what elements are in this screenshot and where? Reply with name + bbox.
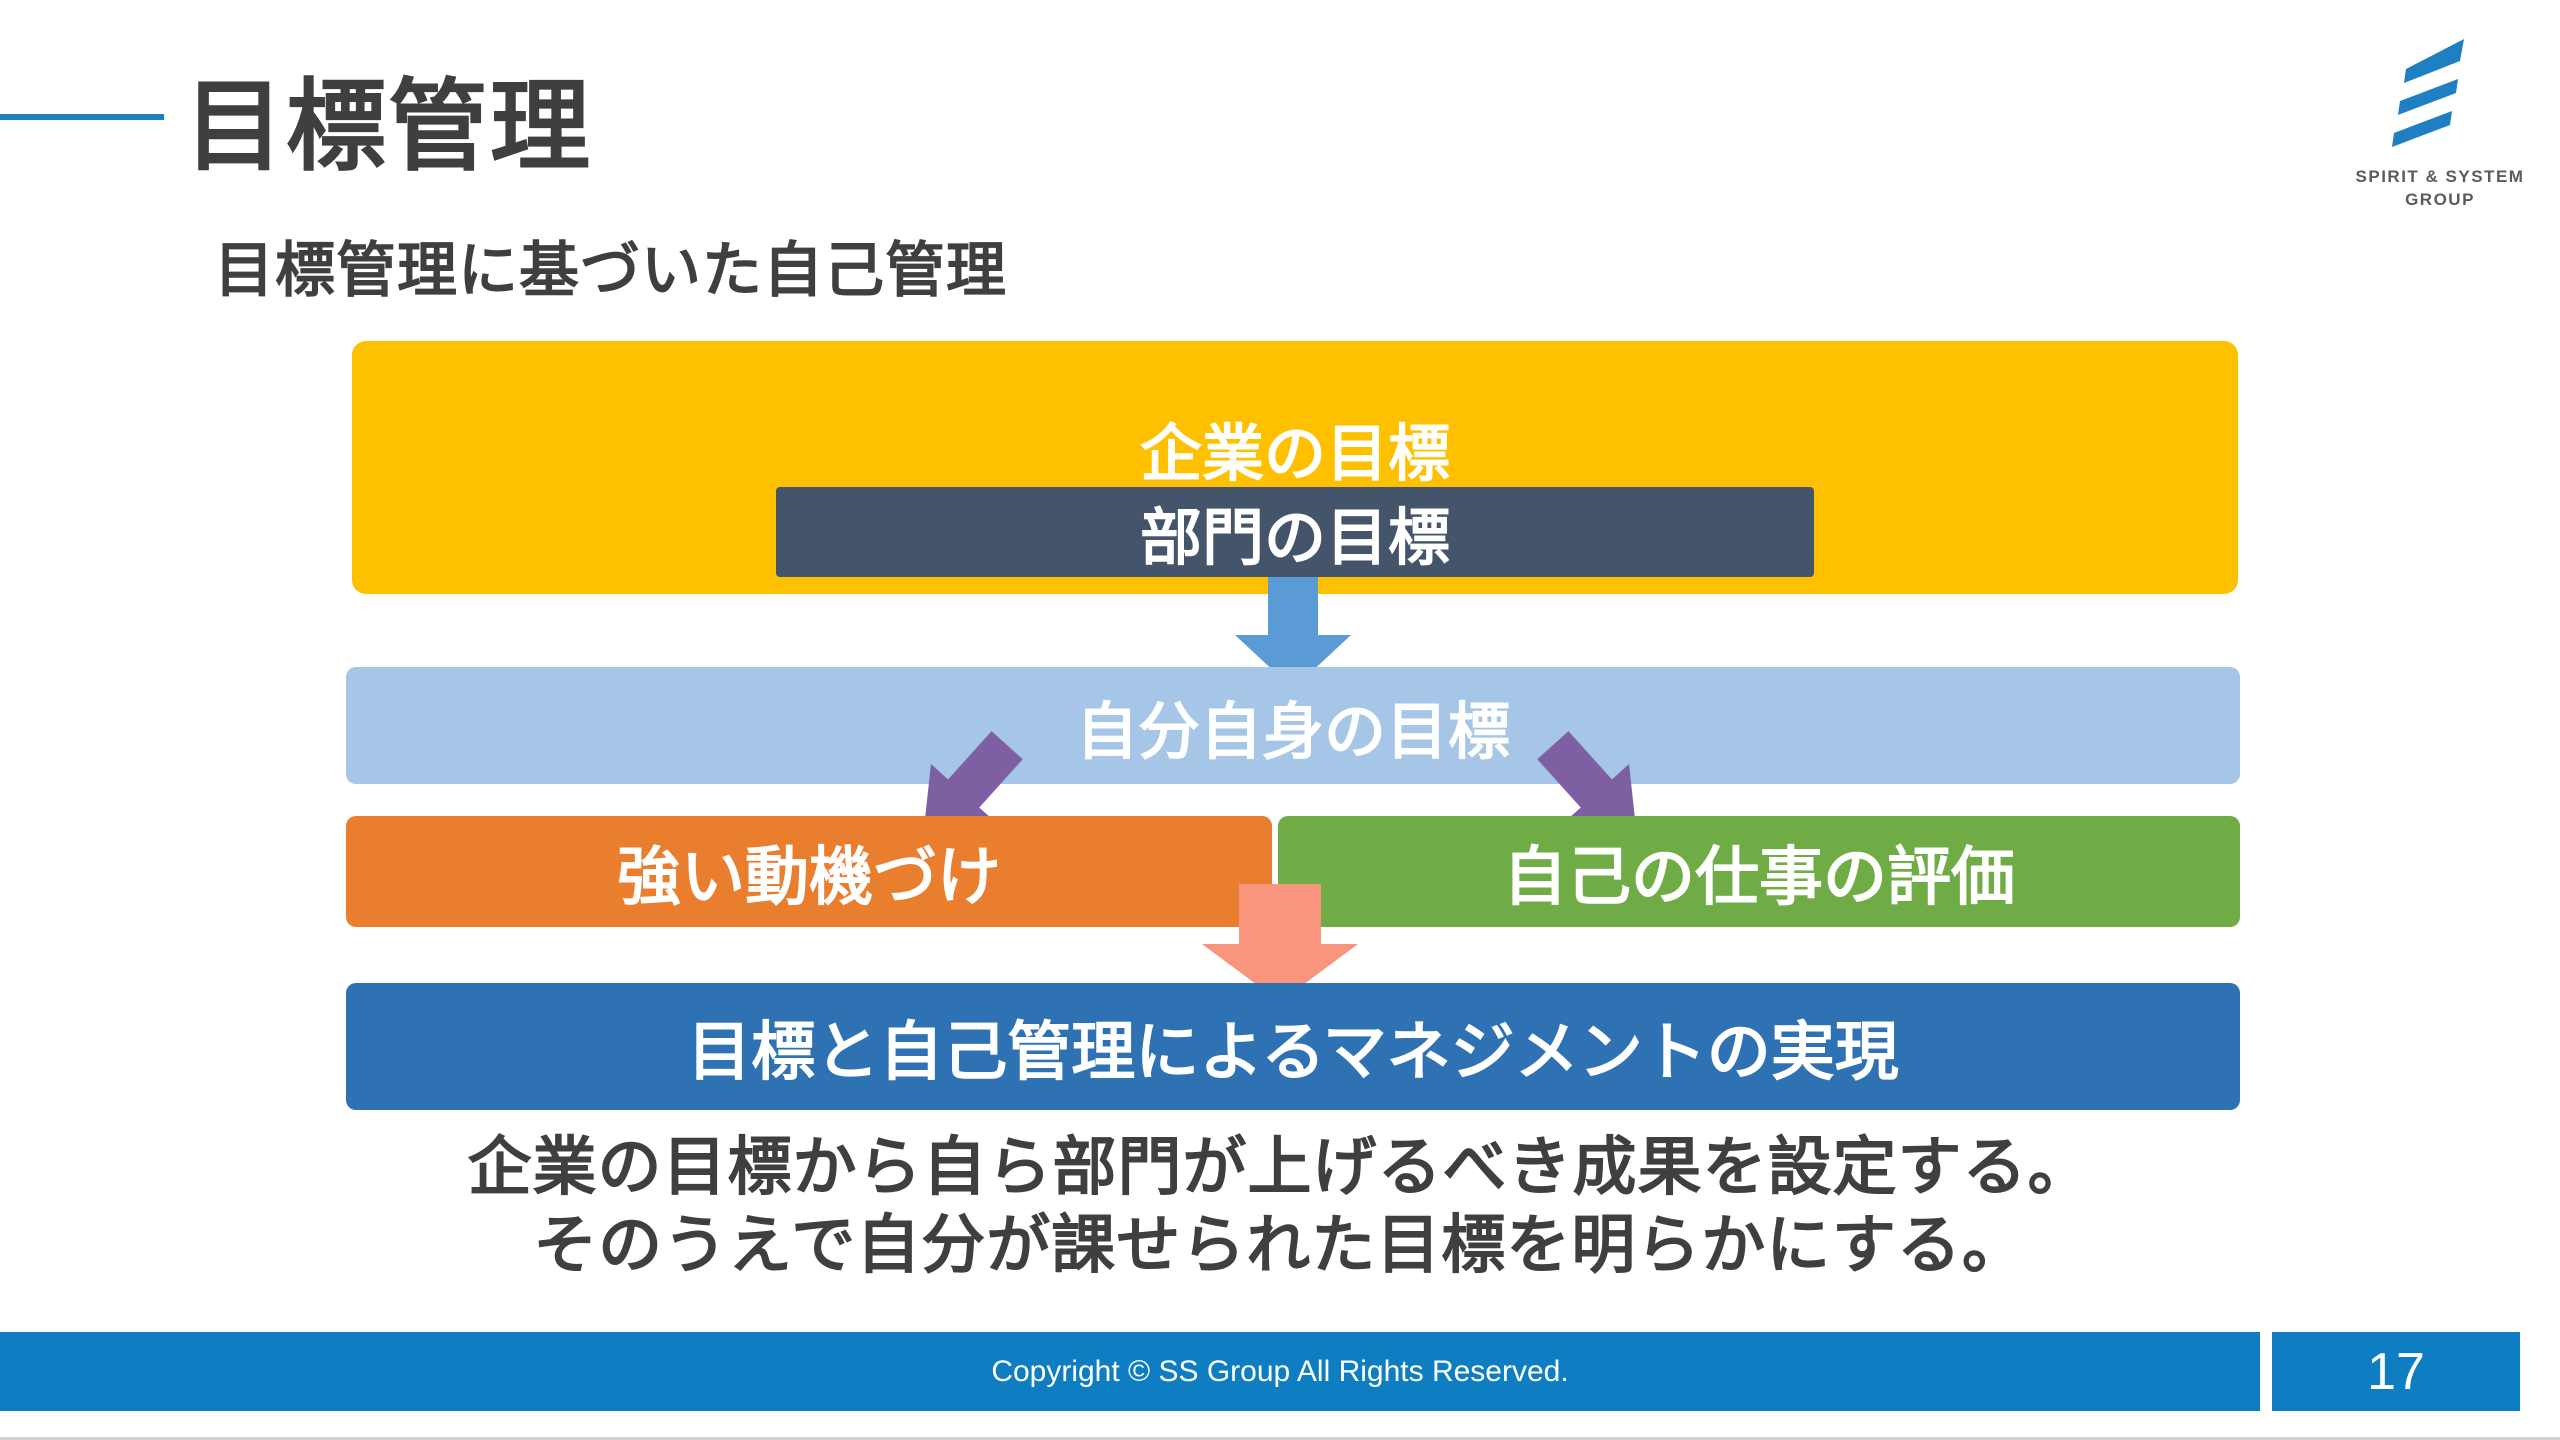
down-arrow-salmon-icon bbox=[1200, 884, 1360, 1007]
logo-text: SPIRIT & SYSTEM GROUP bbox=[2355, 166, 2525, 212]
logo-text-line1: SPIRIT & SYSTEM bbox=[2355, 167, 2525, 186]
diverge-arrow-left-icon bbox=[895, 722, 1035, 867]
company-logo: SPIRIT & SYSTEM GROUP bbox=[2355, 25, 2525, 215]
title-accent-line bbox=[0, 114, 164, 120]
summary-line1: 企業の目標から自ら部門が上げるべき成果を設定する。 bbox=[467, 1131, 2093, 1203]
department-goal-box: 部門の目標 bbox=[776, 487, 1814, 577]
page-number-badge: 17 bbox=[2272, 1332, 2520, 1411]
footer-bar bbox=[0, 1332, 2260, 1411]
self-goal-box: 自分自身の目標 bbox=[346, 667, 2240, 784]
summary-text: 企業の目標から自ら部門が上げるべき成果を設定する。 そのうえで自分が課せられた目… bbox=[0, 1128, 2560, 1284]
result-box: 目標と自己管理によるマネジメントの実現 bbox=[346, 983, 2240, 1110]
footer-copyright: Copyright © SS Group All Rights Reserved… bbox=[991, 1355, 1569, 1388]
down-arrow-blue-icon bbox=[1233, 577, 1353, 694]
motivation-box: 強い動機づけ bbox=[346, 816, 1272, 927]
logo-text-line2: GROUP bbox=[2405, 189, 2475, 209]
company-goal-label: 企業の目標 bbox=[1139, 420, 1450, 489]
slide-subtitle: 目標管理に基づいた自己管理 bbox=[214, 237, 1007, 304]
page-title: 目標管理 bbox=[184, 71, 592, 183]
diverge-arrow-right-icon bbox=[1525, 722, 1665, 867]
evaluation-box: 自己の仕事の評価 bbox=[1278, 816, 2240, 927]
slide-bottom-edge bbox=[0, 1437, 2560, 1440]
summary-line2: そのうえで自分が課せられた目標を明らかにする。 bbox=[533, 1209, 2027, 1281]
logo-bars-icon bbox=[2355, 25, 2525, 160]
